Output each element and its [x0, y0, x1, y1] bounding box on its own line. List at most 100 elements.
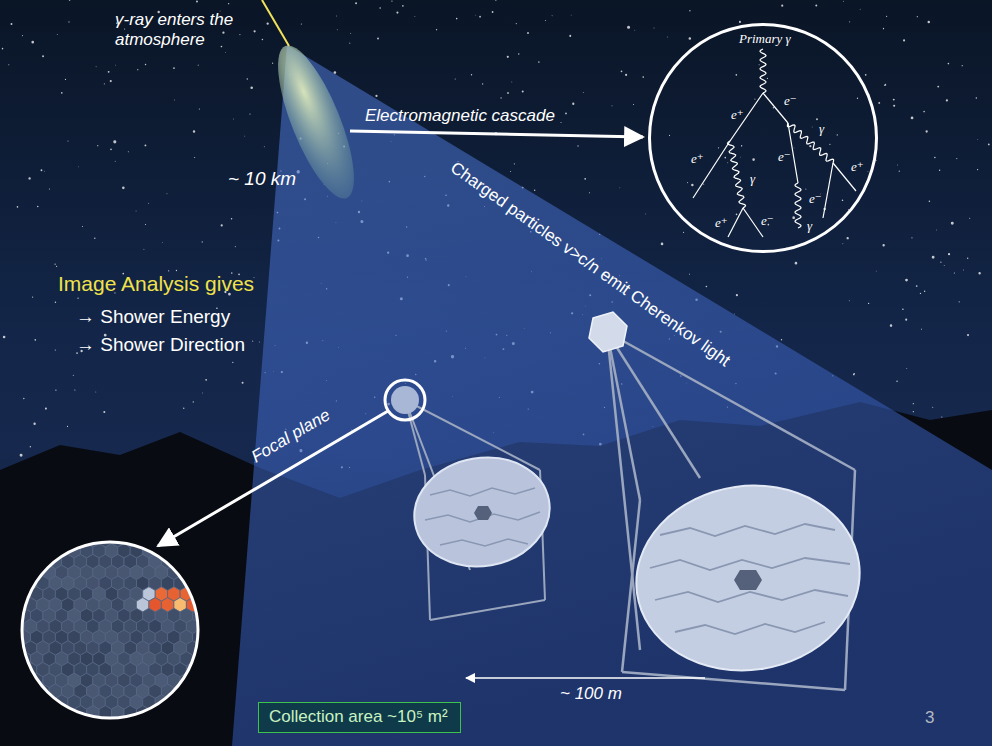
camera-pixel [218, 695, 231, 709]
camera-pixel [193, 544, 206, 558]
camera-pixel [43, 716, 56, 730]
camera-pixel [199, 706, 212, 720]
camera-pixel [168, 716, 181, 730]
camera-pixel [186, 554, 198, 568]
arrow-label: Electromagnetic cascade [365, 106, 555, 126]
camera-pixel [193, 695, 206, 709]
camera-pixel [218, 565, 231, 579]
analysis-item: → Shower Direction [76, 334, 245, 356]
primary-label: Primary γ [739, 32, 791, 46]
camera-pixel [211, 706, 224, 720]
particle-label: e⁺ [691, 152, 704, 166]
particle-label: e⁺ [851, 160, 864, 174]
camera-pixel [205, 544, 217, 558]
distance-arrow [466, 677, 705, 679]
camera-pixel [68, 716, 81, 730]
camera-ring [385, 380, 425, 420]
camera-pixel [155, 716, 167, 730]
camera-pixel [205, 673, 217, 687]
camera-pixel [180, 716, 193, 730]
particle-tree [693, 49, 856, 237]
page-number: 3 [925, 708, 934, 728]
camera-pixels [12, 533, 230, 731]
camera-pixel [205, 630, 217, 644]
photon-line [787, 123, 833, 163]
camera-pixel [80, 716, 92, 730]
camera-pixel [12, 706, 24, 720]
camera-pixel [12, 662, 24, 676]
analysis-heading: Image Analysis gives [58, 272, 254, 296]
photon-line [760, 49, 766, 93]
camera-pixel [31, 716, 43, 730]
particle-line [730, 93, 763, 141]
camera-pixel [205, 565, 217, 579]
camera-pixel [24, 684, 37, 698]
camera-pixel [18, 565, 31, 579]
camera-pixel [24, 533, 37, 547]
camera-pixel [55, 716, 68, 730]
camera-pixel [218, 716, 231, 730]
camera-pixel [211, 576, 224, 590]
camera-pixel [199, 641, 212, 655]
camera-pixel [193, 587, 206, 601]
cascade-inset: Primary γe⁺e⁻e⁺γe⁻γe⁺e⁻e⁻e⁺γ [648, 23, 878, 253]
camera-pixel [211, 641, 224, 655]
particle-line [693, 141, 730, 198]
large-camera [589, 312, 627, 352]
camera-pixel [193, 716, 206, 730]
camera-pixel [205, 695, 217, 709]
camera-pixel [211, 598, 224, 612]
mirror-facets [650, 524, 850, 634]
particle-label: e⁺ [715, 216, 728, 230]
camera-pixel [218, 630, 231, 644]
camera-pixel [218, 608, 231, 622]
camera-pixel [174, 706, 187, 720]
camera-pixel [186, 533, 198, 547]
camera-pixel [199, 598, 212, 612]
camera-pixel [161, 706, 174, 720]
camera-pixel [199, 533, 212, 547]
camera-pixel [18, 544, 31, 558]
dish-center [474, 506, 492, 520]
particle-label: e⁻ [784, 94, 797, 108]
camera-pixel [199, 576, 212, 590]
camera-pixel [24, 554, 37, 568]
camera-pixel [218, 587, 231, 601]
camera-pixel [186, 684, 198, 698]
camera-pixel [186, 706, 198, 720]
dish-center [734, 570, 762, 590]
focal-plane-arrow [158, 411, 388, 546]
cascade-arrow [350, 131, 643, 137]
particle-label: e⁻ [778, 150, 791, 164]
camera-pixel [218, 652, 231, 666]
particle-label: e⁻ [761, 214, 774, 228]
camera-pixel [205, 608, 217, 622]
focal-plane-inset [22, 542, 198, 718]
distance-label: ~ 100 m [560, 684, 622, 704]
camera-pixel [49, 706, 61, 720]
camera-pixel [43, 544, 56, 558]
camera-pixel [31, 544, 43, 558]
camera-pixel [211, 533, 224, 547]
camera-pixel [143, 716, 156, 730]
photon-line [795, 183, 801, 228]
camera-pixel [12, 533, 24, 547]
camera-pixel [205, 716, 217, 730]
camera-pixel [205, 587, 217, 601]
camera-pixel [199, 662, 212, 676]
height-label: ~ 10 km [228, 168, 296, 190]
camera-pixel [49, 533, 61, 547]
camera-pixel [12, 576, 24, 590]
camera-pixel [24, 706, 37, 720]
camera-pixel [130, 716, 143, 730]
particle-line [823, 163, 833, 218]
particle-label: γ [819, 122, 824, 136]
camera-pixel [174, 554, 187, 568]
small-camera [391, 386, 419, 414]
analysis-item: → Shower Energy [76, 306, 230, 328]
camera-pixel [180, 544, 193, 558]
camera-pixel [18, 716, 31, 730]
camera-pixel [211, 619, 224, 633]
camera-pixel [211, 684, 224, 698]
